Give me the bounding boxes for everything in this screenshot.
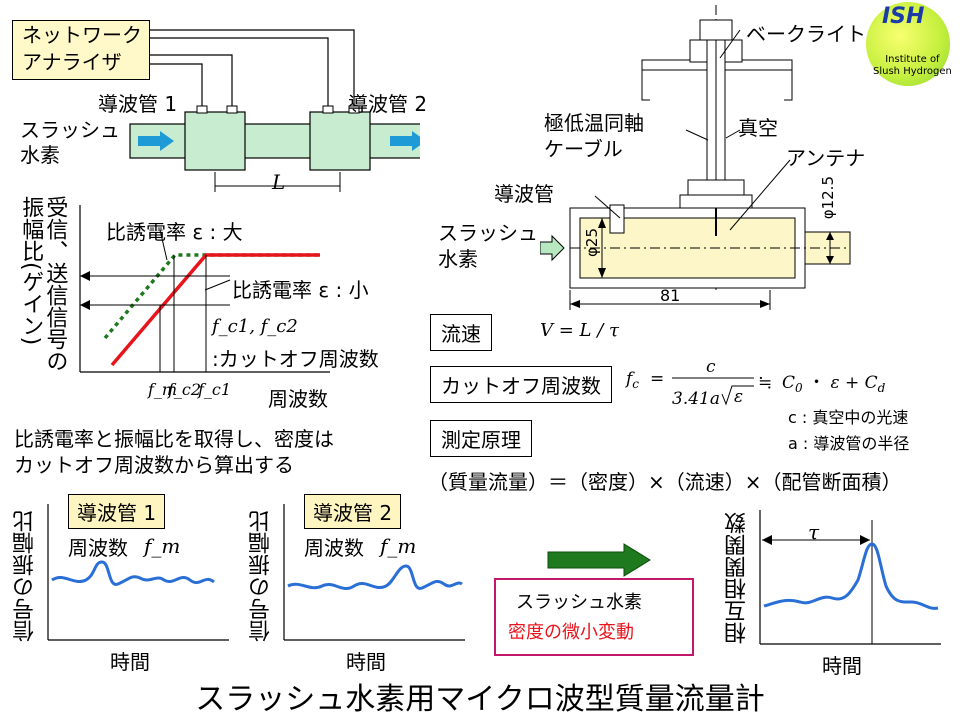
sensor-cross-section (540, 5, 851, 310)
sig1-ylabel: 信号の振幅比 (13, 510, 38, 642)
pink-box-line2: 密度の微小変動 (508, 622, 634, 643)
sig2-fm: f_m (380, 534, 417, 558)
svg-text:=: = (650, 369, 664, 389)
dim-phi125: φ12.5 (819, 176, 837, 220)
waveguide1-label: 導波管 1 (98, 92, 178, 116)
density-variation-box (494, 578, 694, 656)
network-analyzer-label: ネットワーク アナライザ (22, 23, 142, 74)
dim-phi25: φ25 (583, 228, 601, 257)
ish-logo-text: ISH (882, 4, 925, 29)
tau-label: τ (808, 520, 820, 544)
cutoff-label: :カットオフ周波数 (212, 347, 379, 371)
ish-logo (866, 2, 950, 86)
slush-label-left: スラッシュ 水素 (20, 118, 120, 167)
svg-text:ε: ε (734, 387, 743, 407)
svg-text:≒: ≒ (758, 373, 772, 393)
svg-text:c: c (706, 357, 716, 377)
eps-small-label: 比誘電率 ε : 小 (232, 278, 369, 302)
light-speed-def: c : 真空中の光速 (788, 408, 909, 427)
freq-axis-label: 周波数 (268, 387, 328, 411)
gain-frequency-plot (79, 205, 330, 373)
network-analyzer-box (12, 20, 150, 80)
gain-ylabel: 受信、送信信号の 振幅比(ゲイン) (18, 196, 68, 372)
tick-fc2: f_c2 (168, 380, 202, 399)
dim-81: 81 (660, 286, 681, 305)
flow-speed-box: 流速 (430, 314, 492, 351)
measure-principle-box: 測定原理 (430, 420, 532, 457)
vacuum-label: 真空 (738, 116, 778, 140)
tick-fm: f_m (148, 380, 178, 399)
mass-flow-eq: （質量流量）＝（密度）×（流速）×（配管断面積） (428, 470, 902, 494)
correlation-plot (759, 510, 941, 645)
signal2-plot (283, 504, 465, 641)
explanation-text: 比誘電率と振幅比を取得し、密度は カットオフ周波数から算出する (14, 427, 334, 477)
sig2-ylabel: 信号の振幅比 (249, 510, 274, 642)
cryo-cable-label: 極低温同軸 ケーブル (544, 111, 644, 161)
cutoff-equation: fc = c 3.41a ε ≒ C0 ・ ε + Cd (624, 357, 886, 409)
pink-box-line1: スラッシュ水素 (516, 592, 642, 613)
corr-time-label: 時間 (822, 654, 862, 678)
waveguide2-label: 導波管 2 (348, 92, 428, 116)
sig2-freq-label: 周波数 (304, 536, 364, 560)
radius-def: a : 導波管の半径 (788, 434, 910, 453)
fc-labels: f_c1, f_c2 (212, 316, 298, 337)
sig2-time-label: 時間 (346, 650, 386, 674)
length-l-label: L (272, 170, 286, 194)
sig1-time-label: 時間 (110, 650, 150, 674)
svg-text:C0 ・ ε + Cd: C0 ・ ε + Cd (782, 373, 886, 395)
sig1-fm: f_m (144, 534, 181, 558)
sig-wg1-label: 導波管 1 (68, 494, 166, 529)
main-title: スラッシュ水素用マイクロ波型質量流量計 (195, 682, 765, 717)
tick-fc1: f_c1 (198, 380, 232, 399)
corr-ylabel: 相互相関関数 (725, 512, 750, 644)
green-arrow-icon (547, 543, 651, 577)
sig1-freq-label: 周波数 (68, 536, 128, 560)
eps-large-label: 比誘電率 ε : 大 (106, 220, 243, 244)
svg-text:3.41a: 3.41a (672, 389, 720, 409)
signal1-plot (47, 504, 229, 641)
waveguide-label: 導波管 (494, 182, 554, 206)
slush-label-right: スラッシュ 水素 (438, 221, 538, 271)
cutoff-freq-box: カットオフ周波数 (430, 366, 612, 403)
sig-wg2-label: 導波管 2 (304, 494, 402, 529)
pipe-schematic (129, 29, 420, 192)
svg-text:fc: fc (624, 369, 639, 391)
antenna-label: アンテナ (786, 146, 866, 170)
bakelite-label: ベークライト (746, 22, 866, 46)
flow-speed-eq: V = L / τ (540, 320, 619, 341)
ish-logo-sub: Institute of Slush Hydrogen (873, 54, 952, 77)
